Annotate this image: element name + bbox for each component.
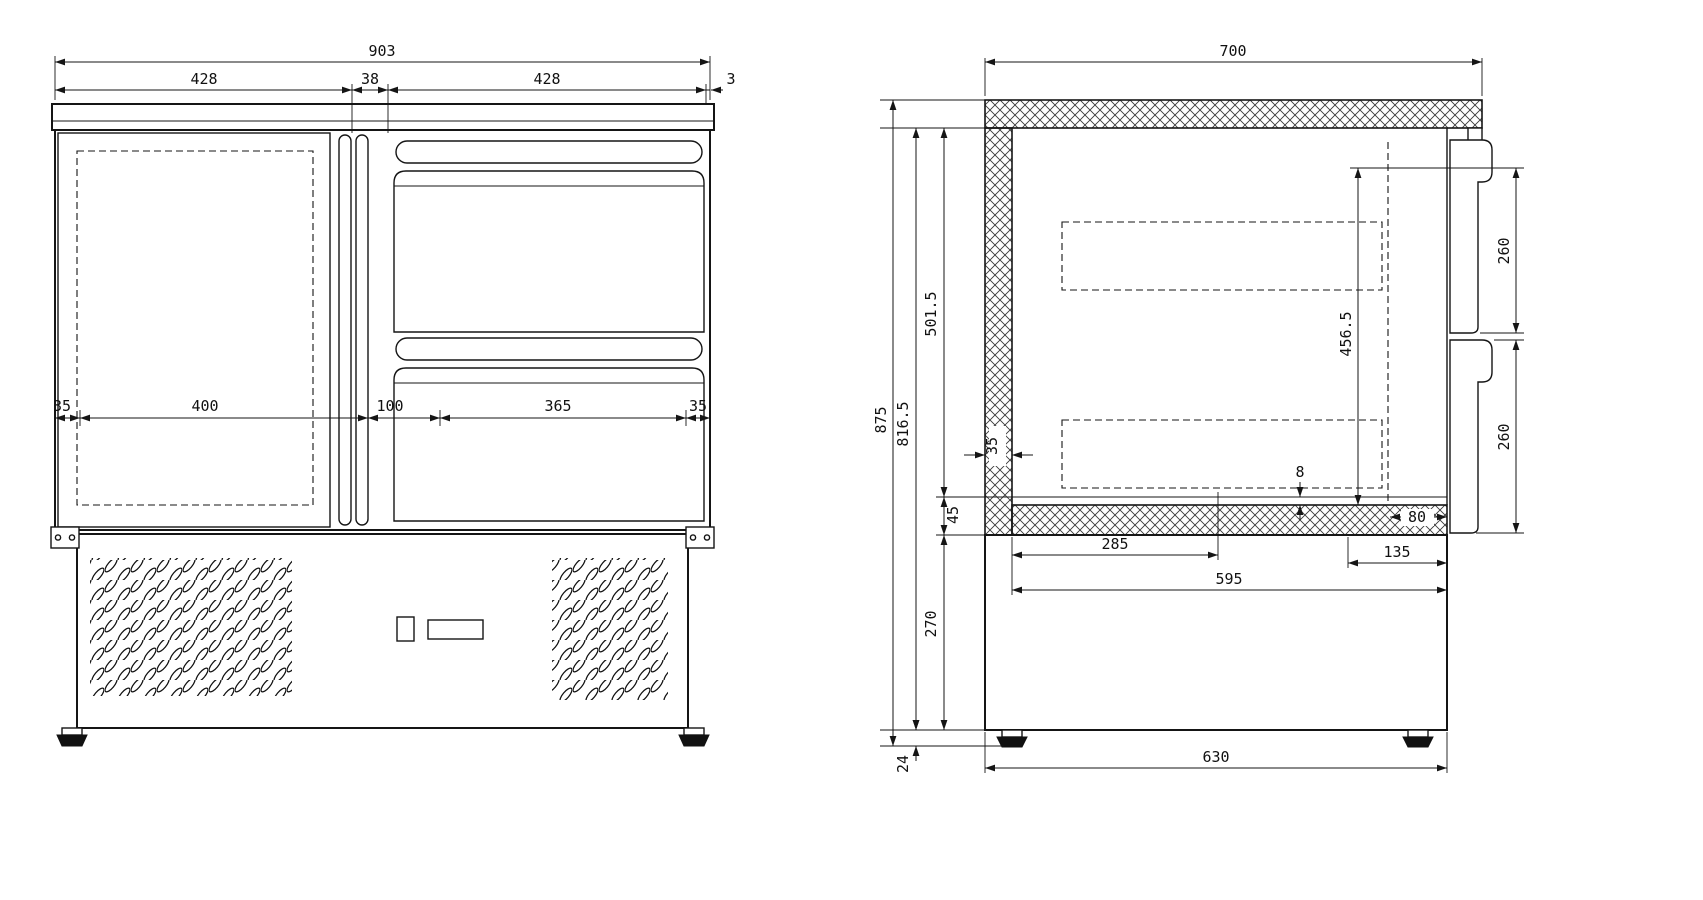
side-drawer1-body-hidden — [1061, 221, 1383, 291]
front-divider-bar — [338, 134, 352, 526]
dim-front-edge-offset: 3 — [726, 70, 735, 88]
side-foot-right — [1402, 729, 1434, 748]
front-display — [427, 619, 484, 640]
side-view: 700 875 816.5 501.5 45 270 24 456.5 260 … — [872, 42, 1524, 773]
front-door-gasket — [76, 150, 314, 506]
dim-side-base-height: 270 — [922, 610, 940, 637]
dim-side-overall-height: 875 — [872, 406, 890, 433]
front-vent-grille-left — [90, 558, 292, 696]
front-drawer2-handle — [395, 337, 703, 361]
dim-side-rear-run: 135 — [1383, 543, 1410, 561]
dim-side-front-bottom: 285 — [1101, 535, 1128, 553]
side-dimensions: 700 875 816.5 501.5 45 270 24 456.5 260 … — [872, 42, 1524, 773]
front-vent-grille-right — [552, 558, 668, 700]
dim-side-floor-step: 8 — [1295, 463, 1304, 481]
front-divider-bar — [355, 134, 369, 526]
dim-side-bottom-insulation: 45 — [944, 506, 962, 524]
front-door — [57, 132, 331, 528]
dim-front-divider: 38 — [361, 70, 379, 88]
front-drawer1-panel — [393, 170, 705, 333]
side-drawer1-front — [1449, 139, 1493, 334]
dim-front-left-section: 428 — [190, 70, 217, 88]
front-worktop — [51, 103, 715, 131]
side-foot-left — [996, 729, 1028, 748]
front-hinge-right — [685, 526, 715, 549]
front-hinge-left — [50, 526, 80, 549]
side-body — [984, 99, 1493, 748]
front-view: 903 428 38 428 3 35 400 100 365 35 — [50, 42, 736, 747]
dim-front-door-opening: 400 — [191, 397, 218, 415]
front-drawer1-handle — [395, 140, 703, 164]
dim-front-right-section: 428 — [533, 70, 560, 88]
dim-front-center-column: 100 — [376, 397, 403, 415]
side-worktop — [984, 99, 1483, 129]
side-drawer2-front — [1449, 339, 1493, 534]
dim-side-base-depth: 630 — [1202, 748, 1229, 766]
dim-front-right-margin: 35 — [689, 397, 707, 415]
dim-side-foot-height: 24 — [894, 755, 912, 773]
dim-side-drawer-zone: 456.5 — [1337, 311, 1355, 356]
dim-side-rear-bottom: 80 — [1408, 508, 1426, 526]
dim-front-drawer-opening: 365 — [544, 397, 571, 415]
dim-side-wall-thickness: 35 — [983, 437, 1001, 455]
side-bottom-insulation — [1011, 504, 1448, 536]
dim-front-total-width: 903 — [368, 42, 395, 60]
side-base — [984, 534, 1448, 731]
side-wall-insulation — [984, 127, 1013, 536]
front-drawer2-panel — [393, 367, 705, 522]
dim-side-interior-height: 501.5 — [922, 291, 940, 336]
front-foot-left — [56, 727, 88, 747]
side-drawer2-body-hidden — [1061, 419, 1383, 489]
dim-side-body-height: 816.5 — [894, 401, 912, 446]
front-foot-right — [678, 727, 710, 747]
dim-side-total-depth: 700 — [1219, 42, 1246, 60]
front-switch — [396, 616, 415, 642]
front-body — [50, 103, 715, 747]
dim-side-upper-drawer: 260 — [1495, 237, 1513, 264]
dim-side-lower-drawer: 260 — [1495, 423, 1513, 450]
dim-side-bottom-opening: 595 — [1215, 570, 1242, 588]
dim-front-left-margin: 35 — [53, 397, 71, 415]
front-dimensions: 903 428 38 428 3 35 400 100 365 35 — [53, 42, 736, 426]
